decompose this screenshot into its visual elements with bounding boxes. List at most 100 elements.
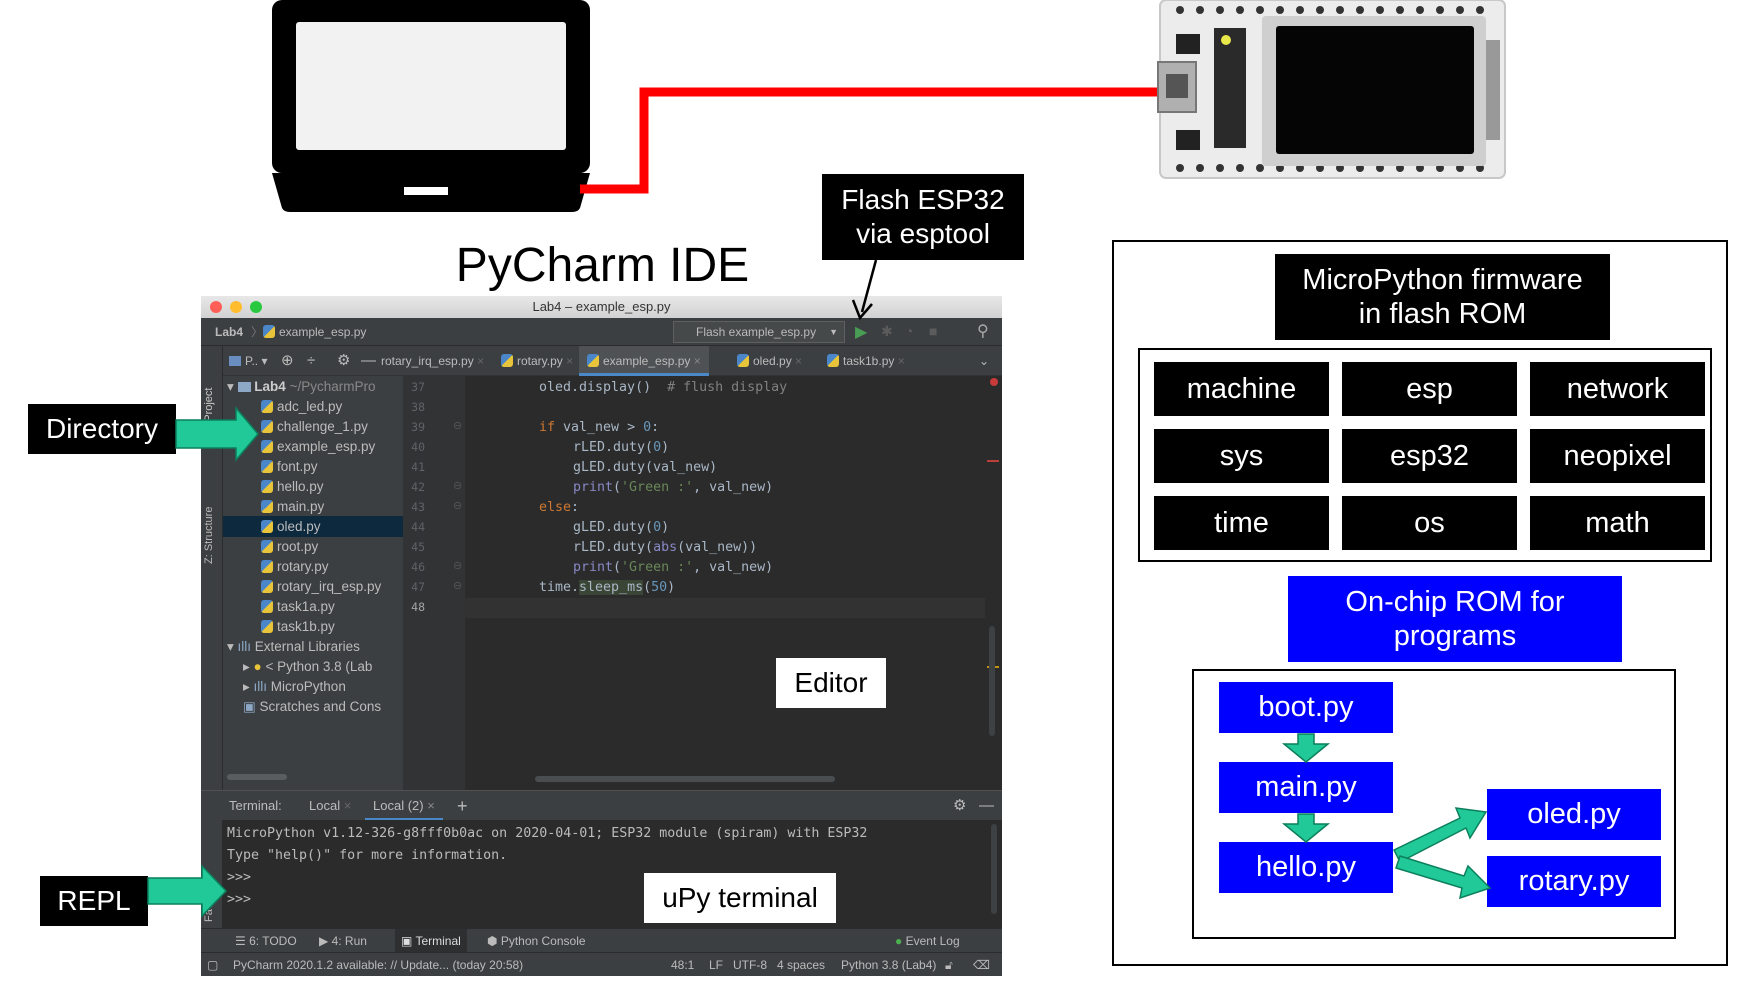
run-config-dropdown[interactable]: Flash example_esp.py ▼ [673,321,845,343]
tree-file-label: example_esp.py [277,439,376,454]
tree-file[interactable]: font.py [261,456,318,477]
module-time: time [1154,496,1329,550]
tree-root-label: Lab4 [254,379,286,394]
status-line-separator[interactable]: LF [709,958,724,972]
line-number: 39 [411,420,425,434]
tree-file[interactable]: root.py [261,536,318,557]
lock-icon[interactable]: 🔓︎ [945,958,953,972]
trash-icon[interactable]: ⌫ [973,958,990,972]
minimize-panel-icon[interactable]: — [979,797,994,814]
tree-file[interactable]: rotary.py [261,556,329,577]
hide-panel-icon[interactable]: — [361,352,376,369]
error-stripe-mark [987,460,999,462]
python-console-tool-button[interactable]: ⬢ Python Console [487,934,586,948]
status-indent[interactable]: 4 spaces [777,958,826,972]
terminal-scrollbar[interactable] [991,824,997,914]
tree-micropython-lib[interactable]: ▸ ıllı MicroPython [243,679,346,694]
gear-icon[interactable]: ⚙ [337,352,351,369]
breadcrumb-file[interactable]: example_esp.py [263,320,366,344]
todo-tool-button[interactable]: ☰ 6: TODO [235,934,297,948]
maximize-button[interactable] [250,301,262,313]
python-file-icon [261,600,273,613]
tab-rotary-irq-esp[interactable]: rotary_irq_esp.py × [381,354,485,368]
tree-file[interactable]: rotary_irq_esp.py [261,576,381,597]
tree-file[interactable]: example_esp.py [261,436,375,457]
status-encoding[interactable]: UTF-8 [733,958,767,972]
project-view-dropdown[interactable]: P.. ▾ [229,346,267,376]
event-log-button[interactable]: ● Event Log [895,929,960,953]
python-logo-icon: ● [253,659,262,674]
status-panel-icon[interactable]: ▢ [207,958,219,972]
python-file-icon [261,440,273,453]
gear-icon[interactable]: ⚙ [953,797,967,814]
scratches-icon: ▣ [243,699,256,714]
code-line: print('Green :', val_new) [573,560,774,575]
code-line: rLED.duty(abs(val_new)) [573,540,758,555]
line-number: 47 [411,580,425,594]
terminal-output[interactable]: MicroPython v1.12-326-g8fff0b0ac on 2020… [223,820,1002,928]
status-position[interactable]: 48:1 [671,958,695,972]
coverage-icon[interactable]: ◔ [905,323,914,339]
status-interpreter[interactable]: Python 3.8 (Lab4) [841,958,937,972]
search-icon[interactable]: ⚲ [977,323,989,340]
tree-file[interactable]: challenge_1.py [261,416,368,437]
tree-file-label: task1a.py [277,599,335,614]
tab-rotary[interactable]: rotary.py × [501,346,573,376]
tree-file[interactable]: task1b.py [261,616,335,637]
tree-file[interactable]: task1a.py [261,596,335,617]
usb-cable [580,87,1160,194]
line-number: 45 [411,540,425,554]
terminal-tab-local[interactable]: Local × [309,798,352,813]
line-number: 44 [411,520,425,534]
debug-icon[interactable]: ✱ [881,323,893,339]
new-terminal-icon[interactable]: + [457,796,468,816]
tabs-overflow-icon[interactable]: ⌄ [979,354,990,368]
terminal-tool-button[interactable]: ▣ Terminal [395,929,467,953]
terminal-tab-local-2[interactable]: Local (2) × [365,791,443,821]
collapse-icon[interactable]: ÷ [307,352,316,369]
close-button[interactable] [210,301,222,313]
minimize-button[interactable] [230,301,242,313]
code-line: gLED.duty(0) [573,520,670,535]
tree-scratches[interactable]: ▣ Scratches and Cons [243,696,381,717]
python-file-icon [827,354,839,367]
flash-arrow-icon [851,259,878,321]
left-tool-strip: 1: Project Z: Structure Favorites [201,346,223,928]
locate-icon[interactable]: ⊕ [281,352,294,369]
tab-task1b[interactable]: task1b.py × [827,346,905,376]
project-scrollbar[interactable] [227,774,287,780]
run-tool-button[interactable]: ▶ 4: Run [319,934,367,948]
module-esp: esp [1342,362,1517,416]
current-line-highlight [465,598,985,618]
python-file-icon [261,460,273,473]
tab-example-esp[interactable]: example_esp.py × [579,346,709,376]
tree-python-lib[interactable]: ▸ ● < Python 3.8 (Lab [243,659,373,674]
firmware-title-line2: in flash ROM [1358,298,1527,330]
code-editor[interactable]: oled.display() # flush display if val_ne… [465,376,1002,790]
tree-file-selected[interactable]: oled.py [223,516,403,537]
breadcrumb-project[interactable]: Lab4 [215,325,244,339]
chevron-down-icon: ▼ [829,327,838,337]
terminal-tab-label: Local [309,798,341,813]
file-rotary: rotary.py [1487,856,1661,907]
directory-label: Directory [28,404,176,454]
flash-label-line1: Flash ESP32 [841,184,1005,215]
run-icon[interactable]: ▶ [855,324,868,341]
editor-vertical-scrollbar[interactable] [989,626,995,736]
repl-label: REPL [40,876,148,926]
editor-horizontal-scrollbar[interactable] [535,776,835,782]
tree-file-label: hello.py [277,479,324,494]
status-bar: ▢ PyCharm 2020.1.2 available: // Update.… [201,952,1002,976]
module-neopixel: neopixel [1530,429,1705,483]
stop-icon[interactable]: ■ [929,323,938,339]
tree-external-libraries[interactable]: ▾ ıllı External Libraries [227,639,360,654]
status-message[interactable]: PyCharm 2020.1.2 available: // Update...… [233,958,524,972]
tree-root[interactable]: ▾ Lab4 ~/PycharmPro [227,379,376,394]
tab-oled[interactable]: oled.py × [737,346,802,376]
tree-file[interactable]: hello.py [261,476,324,497]
tree-file[interactable]: main.py [261,496,324,517]
tree-file[interactable]: adc_led.py [261,396,342,417]
code-line: gLED.duty(val_new) [573,460,718,475]
tree-file-label: font.py [277,459,318,474]
